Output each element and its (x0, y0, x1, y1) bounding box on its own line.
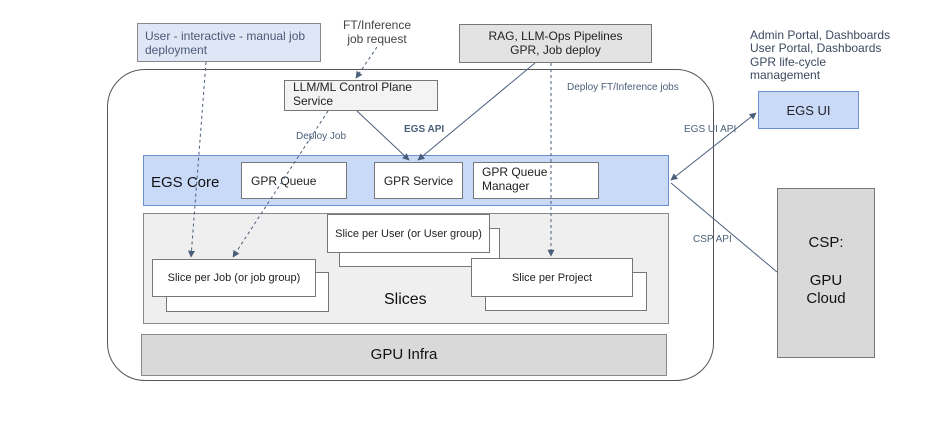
edge-user-to-slice-job (187, 61, 207, 258)
slice-per-user-box (327, 214, 490, 253)
slice-per-project-box (471, 258, 633, 297)
egs-ui-api-label: EGS UI API (684, 124, 737, 135)
platform-boundary (107, 69, 714, 381)
deploy-ft-label: Deploy FT/Inference jobs (567, 82, 679, 93)
gpr-service-label: GPR Service (383, 174, 454, 188)
rag-pipelines-box (459, 24, 652, 63)
rag-pipelines-label: RAG, LLM-Ops Pipelines GPR, Job deploy (488, 29, 623, 58)
edge-core-to-csp (670, 182, 778, 273)
slices-label: Slices (384, 291, 427, 308)
egs-ui-label: EGS UI (786, 103, 831, 118)
egs-ui-box (758, 91, 859, 129)
gpr-service-box (374, 162, 463, 199)
admin-portal-label: Admin Portal, Dashboards User Portal, Da… (750, 28, 891, 83)
gpr-queue-box (241, 162, 347, 199)
csp-box (777, 188, 875, 358)
gpr-queue-manager-label: GPR Queue Manager (482, 165, 548, 193)
egs-api-label: EGS API (404, 124, 445, 135)
edge-rag-to-gpr-service (417, 62, 536, 161)
egs-core-label: EGS Core (151, 174, 220, 191)
user-interactive-box (137, 23, 321, 62)
gpu-infra-box (141, 334, 667, 376)
gpu-infra-label: GPU Infra (370, 346, 438, 363)
edge-control-to-slice-job (232, 110, 329, 258)
edge-ft-to-control-plane (355, 46, 378, 79)
control-plane-box (284, 80, 438, 111)
csp-label: CSP: GPU Cloud (806, 234, 846, 308)
gpr-queue-manager-box (473, 162, 599, 199)
edge-control-to-gpr-service (356, 110, 410, 161)
csp-api-label: CSP API (693, 234, 732, 245)
slice-per-user-label: Slice per User (or User group) (335, 228, 482, 240)
edge-core-to-egs-ui (670, 112, 757, 181)
slice-per-job-box (152, 259, 316, 297)
gpr-queue-label: GPR Queue (251, 174, 317, 188)
ft-inference-label: FT/Inference job request (342, 18, 412, 47)
slice-per-project-label: Slice per Project (511, 272, 593, 284)
user-interactive-label: User - interactive - manual job deployme… (145, 29, 306, 58)
deploy-job-label: Deploy Job (296, 131, 347, 142)
control-plane-label: LLM/ML Control Plane Service (293, 80, 412, 108)
slice-per-job-label: Slice per Job (or job group) (167, 272, 301, 284)
